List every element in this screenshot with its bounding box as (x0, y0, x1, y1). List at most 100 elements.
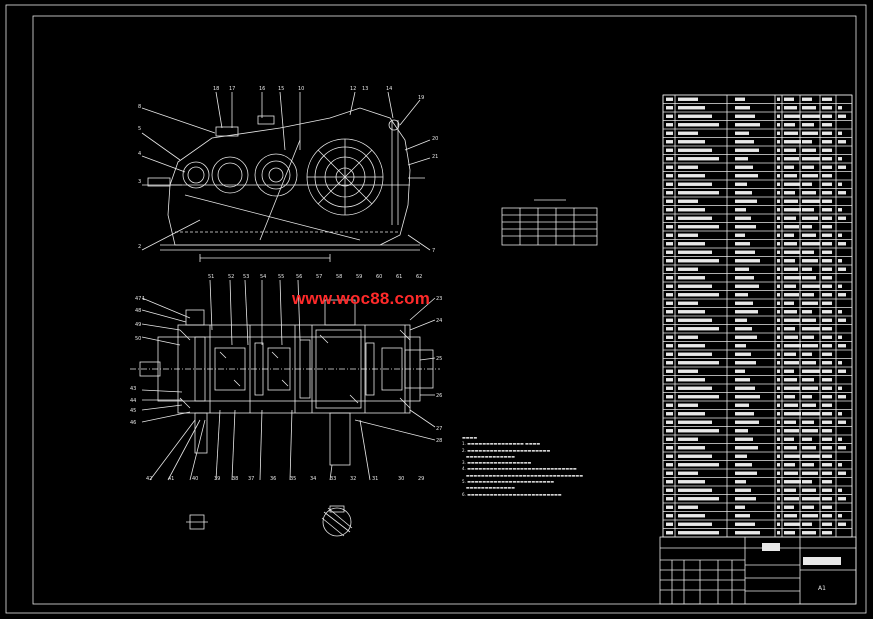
callout-number: 10 (298, 86, 304, 92)
parts-table-cell-text (777, 157, 780, 161)
parts-table-cell-text (838, 446, 846, 450)
plan-view (130, 279, 440, 481)
parts-table-cell-text (777, 225, 780, 229)
parts-table-cell-text (802, 123, 814, 127)
parts-table-cell-text (735, 446, 758, 450)
parts-table-cell-text (838, 208, 842, 212)
parts-table-cell-text (735, 191, 752, 195)
parts-table-cell-text (838, 463, 842, 467)
parts-table-cell-text (678, 114, 712, 118)
parts-table-cell-text (735, 471, 757, 475)
parts-table-cell-text (838, 140, 846, 144)
note-line: 3. ▬▬▬▬▬▬▬▬▬▬▬▬▬▬▬▬▬ (462, 460, 532, 466)
parts-table-cell-text (777, 463, 780, 467)
parts-table-cell-text (678, 191, 719, 195)
callout-number: 51 (208, 274, 214, 280)
callout-number: 62 (416, 274, 422, 280)
parts-table-cell-text (678, 165, 698, 169)
callout-number: 45 (130, 408, 136, 414)
parts-table-cell-text (666, 293, 673, 297)
parts-table-cell-text (777, 505, 780, 509)
parts-table-cell-text (784, 522, 800, 526)
parts-table-cell-text (802, 480, 812, 484)
parts-table-cell-text (777, 97, 780, 101)
parts-table-cell-text (802, 233, 816, 237)
parts-table-cell-text (666, 327, 673, 331)
parts-table-cell-text (777, 378, 780, 382)
parts-table-cell-text (802, 429, 818, 433)
parts-table-cell-text (822, 199, 832, 203)
parts-table-cell-text (777, 514, 780, 518)
parts-table-cell-text (666, 174, 673, 178)
parts-table-cell-text (802, 488, 816, 492)
parts-table-cell-text (666, 446, 673, 450)
parts-table-cell-text (784, 403, 798, 407)
parts-table-cell-text (777, 140, 780, 144)
technical-notes: ▬▬▬▬ 1. ▬▬▬▬▬▬▬▬▬▬▬▬▬▬▬ ▬▬▬▬ 2. ▬▬▬▬▬▬▬▬… (462, 435, 583, 498)
parts-table-cell-text (735, 505, 745, 509)
parts-table-cell-text (784, 199, 798, 203)
parts-table-cell-text (777, 131, 780, 135)
parts-table-cell-text (735, 233, 745, 237)
parts-table-cell-text (678, 242, 705, 246)
parts-table-cell-text (678, 412, 705, 416)
parts-table-cell-text (784, 497, 799, 501)
callout-number: 1 (142, 296, 145, 302)
callout-number: 37 (248, 476, 254, 482)
parts-table-cell-text (802, 412, 820, 416)
parts-table-cell-text (802, 369, 820, 373)
title-block (659, 536, 857, 605)
parts-table-cell-text (678, 369, 698, 373)
parts-table-cell-text (735, 480, 746, 484)
parts-table-cell-text (802, 335, 814, 339)
parts-table-cell-text (735, 267, 749, 271)
parts-table-cell-text (735, 148, 759, 152)
parts-table-cell-text (802, 386, 818, 390)
parts-table-cell-text (666, 267, 673, 271)
parts-table-cell-text (678, 327, 719, 331)
parts-table-cell-text (777, 293, 780, 297)
parts-table-cell-text (838, 233, 842, 237)
callout-number: 41 (168, 476, 174, 482)
parts-table-cell-text (784, 344, 801, 348)
parts-table-cell-text (802, 114, 820, 118)
parts-table-cell-text (802, 454, 820, 458)
parts-table-cell-text (735, 301, 753, 305)
parts-table-cell-text (784, 488, 796, 492)
parts-table-cell-text (777, 284, 780, 288)
parts-table-cell-text (822, 174, 832, 178)
parts-table-cell-text (802, 157, 820, 161)
parts-table-cell-text (777, 123, 780, 127)
callout-number: 38 (232, 476, 238, 482)
note-line: 4. ▬▬▬▬▬▬▬▬▬▬▬▬▬▬▬▬▬▬▬▬▬▬▬▬▬▬▬▬▬ (462, 466, 577, 472)
parts-table-cell-text (784, 429, 799, 433)
parts-table-cell-text (777, 522, 780, 526)
parts-table-cell-text (802, 395, 812, 399)
callout-number: 39 (214, 476, 220, 482)
parts-table-cell-text (735, 293, 748, 297)
parts-table-cell-text (838, 165, 846, 169)
watermark: www.woc88.com (292, 289, 431, 308)
parts-table-cell-text (822, 97, 832, 101)
parts-table-cell-text (777, 301, 780, 305)
parts-table-cell-text (802, 514, 818, 518)
parts-table-cell-text (802, 182, 812, 186)
parts-table-cell-text (735, 454, 747, 458)
parts-table-cell-text (822, 191, 832, 195)
callout-number: 27 (436, 426, 442, 432)
parts-table-cell-text (666, 114, 673, 118)
parts-table-cell-text (838, 114, 846, 118)
callout-number: 49 (135, 322, 141, 328)
parts-table-cell-text (666, 352, 673, 356)
parts-table-cell-text (777, 420, 780, 424)
parts-table-cell-text (735, 514, 750, 518)
parts-table-cell-text (735, 199, 757, 203)
parts-table-cell-text (784, 276, 801, 280)
parts-table-cell-text (822, 165, 832, 169)
parts-table-cell-text (784, 165, 794, 169)
callout-number: 40 (192, 476, 198, 482)
parts-table-cell-text (784, 395, 795, 399)
callout-number: 13 (362, 86, 368, 92)
parts-table-cell-text (784, 284, 796, 288)
parts-table-cell-text (678, 378, 705, 382)
